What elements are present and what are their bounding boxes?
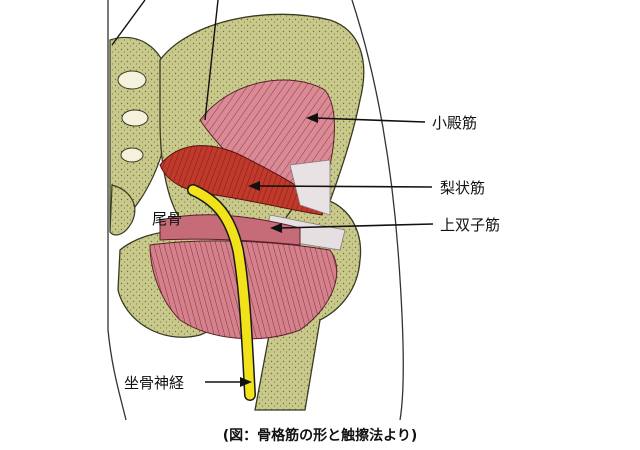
arrow-gluteus-minimus (306, 113, 426, 123)
label-superior-gemellus: 上双子筋 (440, 216, 501, 234)
top-leader-line-1 (111, 0, 146, 46)
sciatic-nerve-fill (188, 185, 255, 400)
top-leader-line-2 (204, 0, 219, 121)
arrow-piriformis (248, 181, 433, 191)
coccyx-bone (109, 184, 136, 236)
label-piriformis: 梨状筋 (440, 179, 486, 197)
body-outline (351, 0, 404, 421)
label-sciatic-nerve: 坐骨神経 (124, 374, 185, 392)
label-gluteus-minimus: 小殿筋 (432, 114, 478, 132)
label-coccyx: 尾骨 (152, 210, 183, 228)
arrow-sciatic-nerve (205, 377, 252, 387)
body-outline-left (107, 0, 127, 421)
arrow-superior-gemellus (270, 223, 434, 233)
sacrum-bone (109, 36, 171, 232)
piriformis-tendon (289, 159, 331, 216)
figure-caption: (図：骨格筋の形と触擦法より) (222, 428, 418, 444)
